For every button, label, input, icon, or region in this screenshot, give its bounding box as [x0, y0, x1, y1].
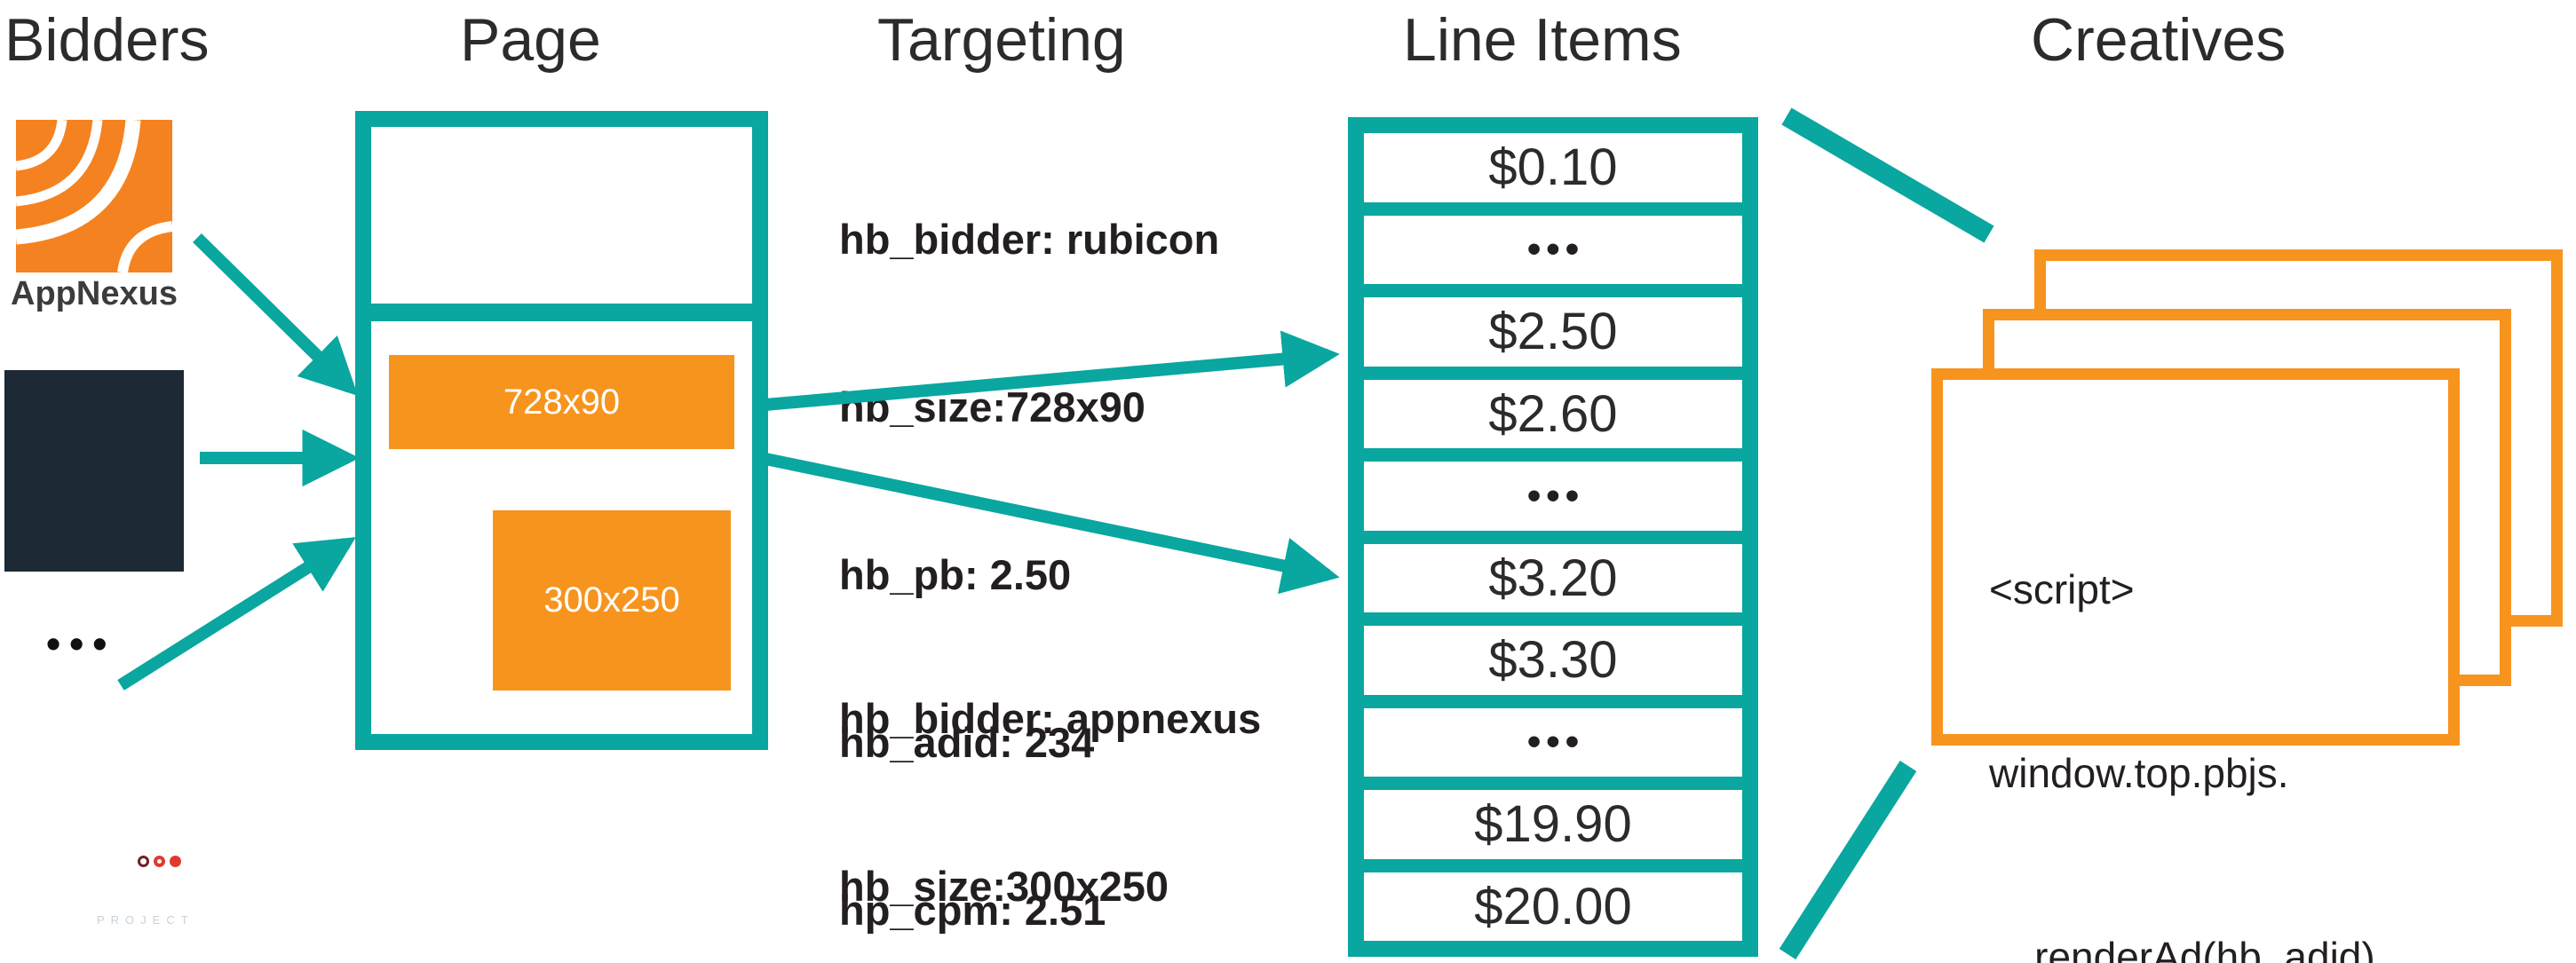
line-item-row: $2.50 [1364, 297, 1742, 367]
column-header-bidders: Bidders [4, 6, 210, 74]
creative-script-code: <script> window.top.pbjs. renderAd(hb_ad… [1989, 437, 2375, 963]
line-item-row: $3.20 [1364, 543, 1742, 612]
line-item-row: $3.30 [1364, 626, 1742, 695]
ad-slot-728x90: 728x90 [389, 355, 734, 449]
column-header-targeting: Targeting [877, 6, 1126, 74]
line-item-row: $19.90 [1364, 790, 1742, 859]
appnexus-label: AppNexus [11, 275, 178, 312]
rubicon-project-text: PROJECT [97, 913, 194, 927]
page-wireframe: 728x90 300x250 [355, 111, 768, 750]
ad-slot-300x250: 300x250 [493, 510, 731, 691]
line-item-row: $2.60 [1364, 379, 1742, 448]
arrow-appnexus-to-page [193, 233, 359, 397]
line-items-table: $0.10 ••• $2.50 $2.60 ••• $3.20 $3.30 ••… [1348, 117, 1758, 957]
more-bidders-ellipsis: ••• [46, 620, 116, 667]
script-line: window.top.pbjs. [1989, 750, 2289, 796]
line-item-row-ellipsis: ••• [1364, 707, 1742, 777]
rubicon-project-logo: rubicon® PROJECT [4, 370, 188, 927]
targeting-line: hb_bidder: appnexus [839, 695, 1262, 742]
line-item-row: $0.10 [1364, 133, 1742, 202]
page-header-divider [370, 304, 753, 321]
targeting-block-appnexus: hb_bidder: appnexus hb_size:300x250 hb_p… [839, 579, 1261, 963]
column-header-line-items: Line Items [1403, 6, 1682, 74]
connector-lineitems-bottom-to-creatives [1779, 761, 1917, 959]
rubicon-logo-dots-icon [138, 856, 181, 867]
column-header-page: Page [460, 6, 601, 74]
targeting-line: hb_size:300x250 [839, 863, 1169, 910]
registered-mark: ® [156, 872, 168, 888]
script-line: <script> [1989, 566, 2135, 612]
targeting-line: hb_adid: 234 [839, 719, 1095, 766]
rubicon-logo-wordmark: rubicon® [13, 860, 168, 909]
appnexus-logo-icon [16, 120, 172, 272]
line-item-row: $20.00 [1364, 872, 1742, 941]
line-item-row-ellipsis: ••• [1364, 462, 1742, 531]
targeting-line: hb_bidder: rubicon [839, 216, 1220, 263]
column-header-creatives: Creatives [2031, 6, 2287, 74]
connector-lineitems-top-to-creatives [1781, 107, 1994, 243]
targeting-line: hb_size:728x90 [839, 383, 1145, 430]
creative-card-front [1931, 368, 2460, 746]
script-line: renderAd(hb_adid) [1989, 934, 2375, 963]
targeting-line: hp_cpm: 2.51 [839, 887, 1106, 934]
line-item-row-ellipsis: ••• [1364, 215, 1742, 284]
rubicon-name-text: rubicon [13, 861, 157, 908]
